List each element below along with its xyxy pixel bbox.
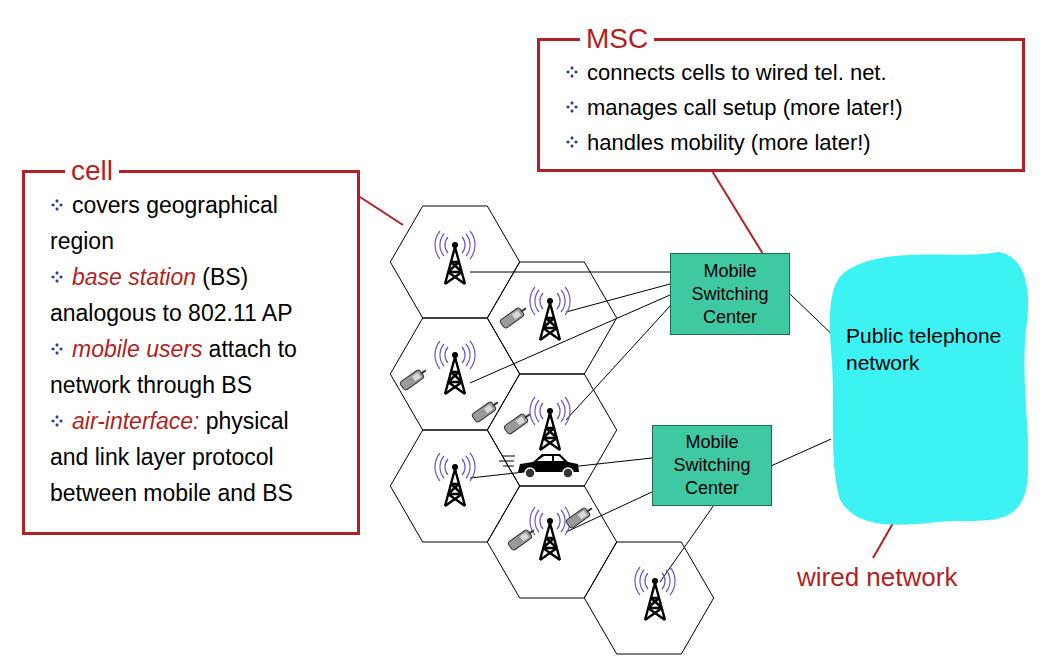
cell-hexagon: [584, 542, 713, 654]
emphasis-term: base station: [72, 264, 196, 290]
callout-box: MSCconnects cells to wired tel. net.mana…: [537, 38, 1025, 172]
towers: [435, 231, 675, 620]
mobile-phone: [499, 304, 528, 329]
switching-center-box: Mobile Switching Center: [652, 425, 772, 506]
wire: [566, 492, 652, 532]
bullet-item: mobile usersattach to network through BS: [50, 331, 318, 403]
bullet-symbol: [565, 65, 579, 79]
callout-body: connects cells to wired tel. net. manages…: [540, 41, 1015, 166]
bullet-diamonds: [566, 101, 578, 113]
switching-center-box: Mobile Switching Center: [670, 253, 790, 335]
box-label: Mobile Switching Center: [677, 260, 783, 329]
bullet-symbol: [565, 135, 579, 149]
phones: [399, 304, 594, 551]
base-station-tower: [530, 287, 570, 340]
bullet-symbol: [50, 270, 64, 284]
wire: [470, 272, 670, 273]
network-cloud: Public telephone network: [828, 250, 1028, 528]
connector-line: [790, 294, 831, 333]
cell-hexagon: [390, 430, 519, 542]
box-label: Mobile Switching Center: [659, 431, 765, 500]
cell-hexagon: [390, 318, 519, 430]
wire: [566, 284, 670, 312]
bullet-item: manages call setup (more later!): [565, 90, 1005, 125]
mobile-phone: [565, 504, 594, 529]
bullet-diamonds: [51, 343, 63, 355]
mobile-phone: [503, 410, 532, 435]
base-station-tower: [530, 507, 570, 560]
wire: [660, 505, 714, 582]
bullet-item: covers geographical region: [50, 187, 318, 259]
bullet-symbol: [50, 414, 64, 428]
bullet-diamonds: [566, 136, 578, 148]
bullet-diamonds: [566, 66, 578, 78]
base-station-tower: [435, 453, 475, 506]
bullet-text: handles mobility (more later!): [587, 130, 871, 155]
bullet-symbol: [565, 100, 579, 114]
bullet-text: manages call setup (more later!): [587, 95, 902, 120]
bullet-diamonds: [51, 415, 63, 427]
cell-hexagon: [487, 262, 616, 374]
cell-hexagon: [390, 206, 519, 318]
annotation-label: wired network: [797, 561, 957, 593]
bullet-text: connects cells to wired tel. net.: [587, 60, 887, 85]
cell-hexagon: [487, 374, 616, 486]
bullet-diamonds: [51, 271, 63, 283]
network-label: Public telephone network: [846, 322, 1021, 376]
car-icon: [499, 454, 579, 478]
emphasis-term: air-interface:: [72, 408, 199, 434]
cloud-outline: [830, 252, 1028, 525]
callout-heading: MSC: [580, 22, 654, 56]
base-station-tower: [530, 397, 570, 450]
mobile-phone: [471, 398, 500, 423]
base-station-tower: [635, 567, 675, 620]
bullet-diamonds: [51, 199, 63, 211]
leader-line: [360, 197, 403, 225]
bullet-item: base station(BS) analogous to 802.11 AP: [50, 259, 318, 331]
mobile-phone: [399, 366, 428, 391]
callout-box: cellcovers geographical regionbase stati…: [22, 170, 360, 535]
bullet-item: handles mobility (more later!): [565, 125, 1005, 160]
base-station-tower: [435, 341, 475, 394]
cell-hexagon: [487, 486, 616, 598]
emphasis-term: mobile users: [72, 336, 202, 362]
bullet-item: connects cells to wired tel. net.: [565, 55, 1005, 90]
bullet-text: covers geographical region: [50, 192, 278, 254]
connector-line: [713, 172, 763, 253]
bullet-symbol: [50, 198, 64, 212]
callout-heading: cell: [65, 154, 119, 188]
wire: [566, 306, 670, 420]
cloud-shape: [828, 250, 1028, 528]
callout-body: covers geographical regionbase station(B…: [25, 173, 328, 517]
connector-line: [772, 439, 831, 465]
base-station-tower: [435, 231, 475, 284]
bullet-symbol: [50, 342, 64, 356]
mobile-phone: [507, 526, 536, 551]
bullet-item: air-interface:physical and link layer pr…: [50, 403, 318, 511]
